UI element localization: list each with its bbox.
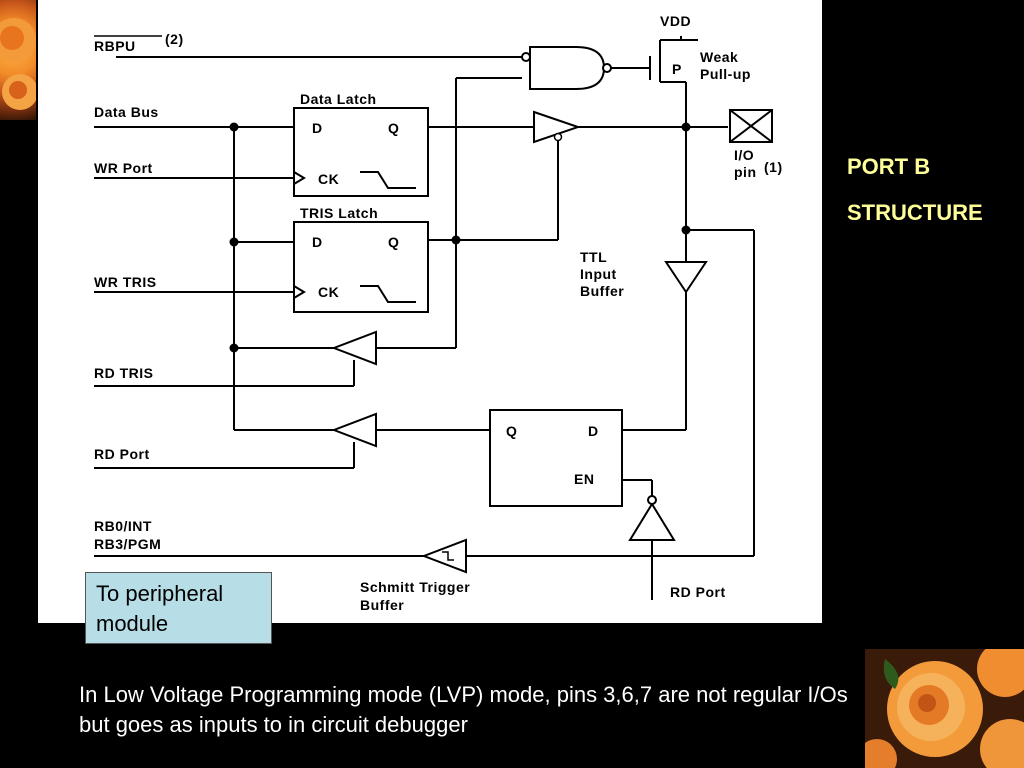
port-b-diagram: RBPU (2) Data Bus WR Port WR TRIS RD TRI… — [38, 0, 822, 623]
label-io-pin-2: pin — [734, 164, 757, 180]
label-vdd: VDD — [660, 13, 691, 29]
label-schmitt-1: Schmitt Trigger — [360, 579, 470, 595]
input-latch-q: Q — [506, 423, 517, 439]
peripheral-callout: To peripheral module — [85, 572, 272, 644]
rose-image-top — [0, 0, 36, 120]
label-ttl-3: Buffer — [580, 283, 624, 299]
slide-title-line-1: PORT B — [847, 154, 931, 179]
label-io-pin-1: I/O — [734, 147, 754, 163]
data-latch-d: D — [312, 120, 323, 136]
peripheral-callout-text: To peripheral module — [96, 581, 224, 636]
label-rd-port: RD Port — [94, 446, 150, 462]
label-schmitt-2: Buffer — [360, 597, 404, 613]
slide-title-line-2: STRUCTURE — [847, 200, 983, 225]
tris-latch-q: Q — [388, 234, 399, 250]
label-rbpu-note: (2) — [165, 31, 184, 47]
slide-title: PORT B STRUCTURE — [847, 144, 1017, 236]
label-rbpu: RBPU — [94, 38, 136, 54]
label-wr-tris: WR TRIS — [94, 274, 157, 290]
label-data-latch: Data Latch — [300, 91, 377, 107]
label-rb3-pgm: RB3/PGM — [94, 536, 161, 552]
data-latch-ck: CK — [318, 171, 339, 187]
label-weak-pullup-1: Weak — [700, 49, 738, 65]
label-data-bus: Data Bus — [94, 104, 159, 120]
label-p: P — [672, 61, 682, 77]
slide-caption-text: In Low Voltage Programming mode (LVP) mo… — [79, 682, 848, 737]
label-wr-port: WR Port — [94, 160, 153, 176]
label-rd-tris: RD TRIS — [94, 365, 154, 381]
label-rd-port-bottom: RD Port — [670, 584, 726, 600]
label-ttl-2: Input — [580, 266, 617, 282]
input-latch-d: D — [588, 423, 599, 439]
label-ttl-1: TTL — [580, 249, 607, 265]
slide-caption: In Low Voltage Programming mode (LVP) mo… — [79, 680, 859, 740]
input-latch-en: EN — [574, 471, 594, 487]
rose-image-bottom — [865, 649, 1024, 768]
data-latch-q: Q — [388, 120, 399, 136]
label-tris-latch: TRIS Latch — [300, 205, 378, 221]
tris-latch-ck: CK — [318, 284, 339, 300]
label-weak-pullup-2: Pull-up — [700, 66, 751, 82]
label-rb0-int: RB0/INT — [94, 518, 152, 534]
label-io-pin-note: (1) — [764, 159, 783, 175]
tris-latch-d: D — [312, 234, 323, 250]
